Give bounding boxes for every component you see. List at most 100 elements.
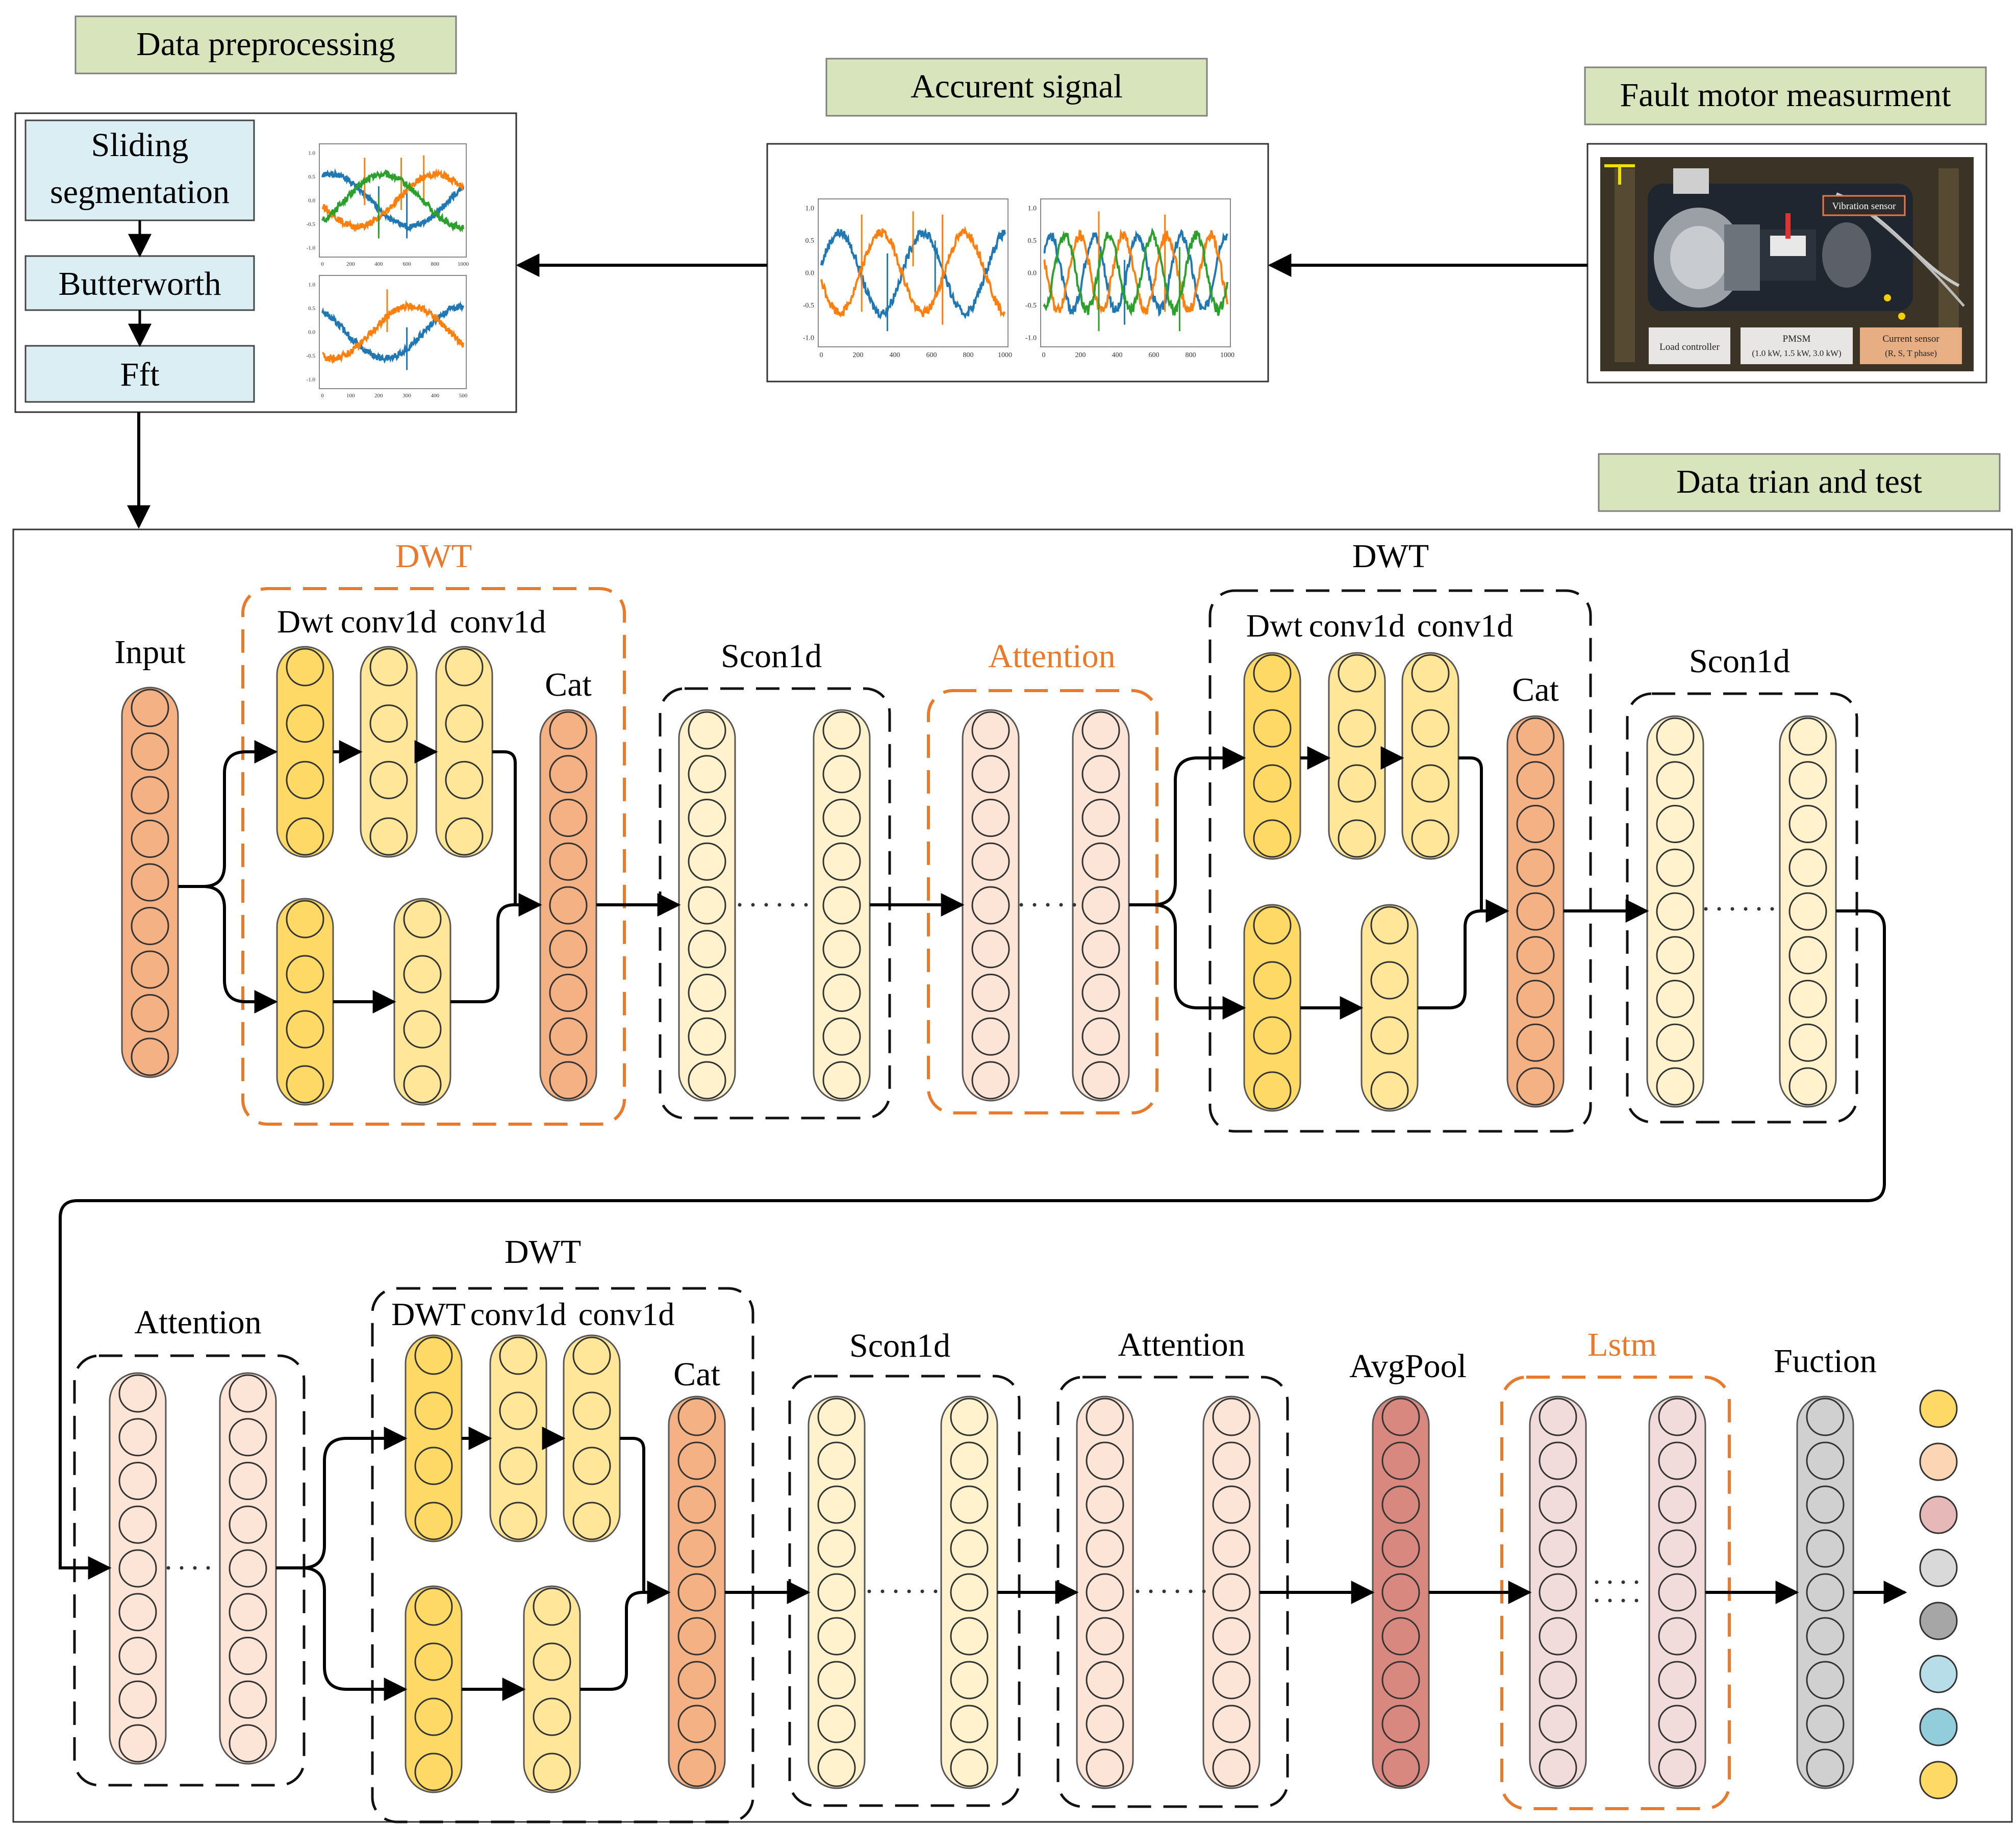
col-scon3-a-neuron [817, 1398, 856, 1436]
col-input-neuron [131, 732, 169, 771]
col-scon1-b-neuron [822, 1061, 861, 1100]
label-scon-2: Scon1d [1689, 643, 1790, 680]
col-scon2-b [1779, 715, 1837, 1108]
col-dwt2-d-neuron [1253, 1071, 1292, 1110]
col-scon3-b-neuron [950, 1705, 989, 1743]
col-dwt2-e-neuron [1370, 1071, 1409, 1110]
col-scon1-a-neuron [688, 799, 726, 837]
col-cat2-neuron [1516, 805, 1555, 843]
col-scon2-a-neuron [1656, 848, 1695, 887]
col-cat2 [1506, 715, 1565, 1108]
col-dwt1-b-neuron [369, 817, 408, 856]
col-scon1-b-neuron [822, 842, 861, 881]
col-cat3 [668, 1395, 726, 1789]
col-scon1-b-neuron [822, 1017, 861, 1056]
col-att2-a-neuron [118, 1549, 157, 1588]
output-class-4 [1919, 1549, 1958, 1587]
col-input [121, 687, 179, 1078]
label-fuction: Fuction [1774, 1342, 1877, 1380]
group-dwt-2 [1208, 589, 1592, 1133]
dots-scon3-dot [907, 1589, 911, 1593]
dots-scon3-dot [920, 1589, 924, 1593]
col-dwt1-e-neuron [403, 1065, 442, 1104]
col-scon2-a [1646, 715, 1704, 1108]
col-dwt2-a-neuron [1253, 709, 1292, 748]
col-avgpool-neuron [1381, 1748, 1420, 1787]
col-dwt2-a-neuron [1253, 654, 1292, 693]
col-dwt2-a-neuron [1253, 819, 1292, 858]
col-att1-b-neuron [1081, 974, 1120, 1012]
step-fft-label: Fft [120, 356, 159, 393]
dots-att3-dot [1202, 1589, 1206, 1593]
col-cat1-neuron [549, 799, 588, 837]
col-avgpool-neuron [1381, 1441, 1420, 1480]
col-avgpool-neuron [1381, 1705, 1420, 1743]
col-scon3-b-neuron [950, 1661, 989, 1699]
dots-att1 [1019, 903, 1076, 907]
col-dwt3-a [405, 1334, 463, 1542]
col-cat1-neuron [549, 886, 588, 925]
col-fuction-neuron [1806, 1705, 1845, 1743]
col-scon1-a [678, 709, 736, 1102]
col-scon2-a-neuron [1656, 1023, 1695, 1062]
preprocessing-plot-2-ytick: -0.5 [307, 353, 316, 359]
dots-att3-dot [1189, 1589, 1193, 1593]
col-dwt1-d-neuron [286, 955, 324, 994]
col-att3-b-neuron [1212, 1441, 1251, 1480]
preprocessing-plot-1-series-3 [321, 169, 464, 233]
arrow-dwt1-lower-to-cat1 [450, 893, 542, 1003]
label-dwt-1-col-b: conv1d [341, 603, 437, 640]
col-scon2-a-neuron [1656, 1067, 1695, 1106]
col-dwt2-d-neuron [1253, 961, 1292, 1000]
step-fft: Fft [24, 345, 255, 403]
col-avgpool-neuron [1381, 1485, 1420, 1524]
dots-scon2-dot [1717, 907, 1721, 911]
col-dwt2-c-neuron [1411, 819, 1450, 858]
header-signal-label: Accurent signal [911, 68, 1123, 105]
col-scon2-b-neuron [1788, 848, 1827, 887]
col-att1-a-neuron [971, 930, 1010, 969]
col-avgpool-neuron [1381, 1573, 1420, 1612]
preprocessing-plot-1-ytick: 1.0 [308, 150, 315, 157]
col-att2-a-neuron [118, 1505, 157, 1544]
dots-scon1-dot [751, 903, 755, 907]
col-att2-b-neuron [229, 1418, 267, 1457]
arrow-input-to-dwt1 [178, 740, 278, 888]
arrow-wrap-row1-to-row2 [59, 909, 1886, 1580]
col-scon3-a-neuron [817, 1573, 856, 1612]
col-dwt2-c-neuron [1411, 764, 1450, 803]
col-scon1-b [813, 709, 871, 1102]
col-dwt1-b [360, 646, 418, 858]
col-scon1-a-neuron [688, 755, 726, 794]
col-cat2-neuron [1516, 1067, 1555, 1106]
preprocessing-plot-1-ytick: 0.5 [308, 174, 315, 180]
preprocessing-plot-2-xtick: 400 [431, 393, 440, 399]
col-lstm-b-neuron [1658, 1485, 1697, 1524]
col-dwt2-e-neuron [1370, 906, 1409, 945]
preprocessing-plot-2-series-2 [322, 299, 464, 364]
col-att2-b-neuron [229, 1680, 267, 1719]
col-avgpool [1372, 1395, 1430, 1789]
label-dwt-1: DWT [395, 538, 472, 575]
dots-scon2-dot [1730, 907, 1734, 911]
signal-plot-2-ytick: 0.0 [1028, 270, 1037, 277]
label-lstm: Lstm [1587, 1326, 1657, 1363]
step-sliding-line2: segmentation [50, 173, 230, 211]
col-scon1-b-neuron [822, 930, 861, 969]
col-dwt3-c-neuron [572, 1502, 611, 1540]
col-scon3-b-neuron [950, 1398, 989, 1436]
col-scon1-a-neuron [688, 711, 726, 750]
col-dwt3-c-neuron [572, 1447, 611, 1485]
dots-att2-dot [193, 1566, 197, 1570]
label-input: Input [114, 633, 185, 671]
col-att1-a-neuron [971, 711, 1010, 750]
arrow-dwt2-lower-to-cat2 [1418, 899, 1509, 1009]
col-att3-b [1202, 1395, 1261, 1789]
col-scon3-b [940, 1395, 998, 1789]
dots-att3-dot [1162, 1589, 1166, 1593]
signal-plot-2-xtick: 600 [1149, 351, 1160, 359]
signal-plot-1-ytick: 1.0 [805, 205, 815, 213]
signal-plot-2-xtick: 800 [1186, 351, 1196, 359]
